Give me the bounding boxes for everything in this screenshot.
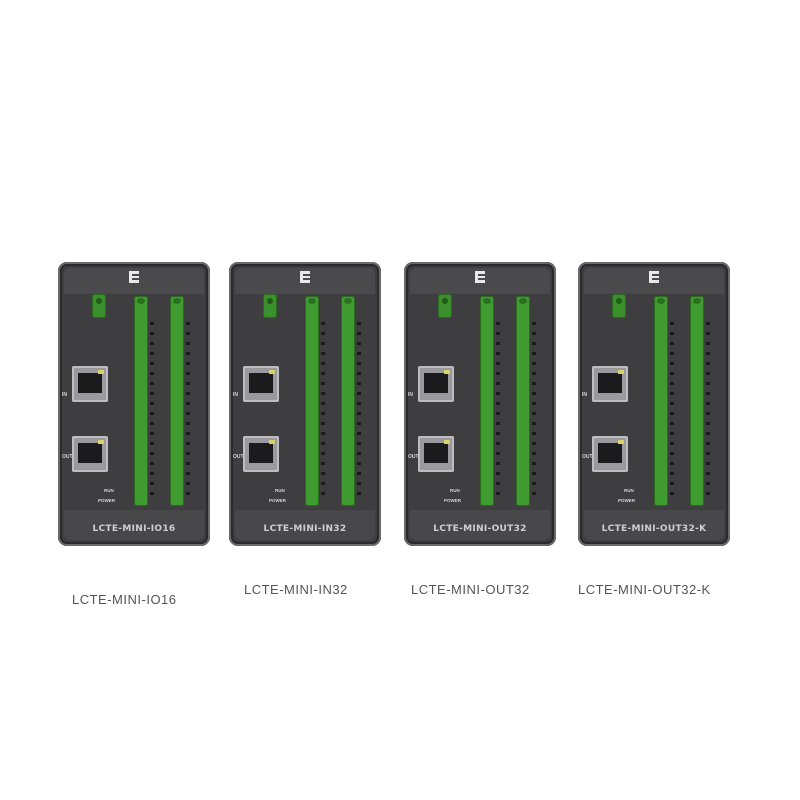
- model-label: LCTE-MINI-IO16: [92, 524, 176, 534]
- logo-icon: [649, 271, 659, 283]
- power-terminal: [438, 294, 452, 318]
- run-label: RUN: [275, 488, 285, 493]
- rj45-port-out[interactable]: [592, 436, 628, 472]
- terminal-block: [690, 296, 704, 506]
- run-label: RUN: [104, 488, 114, 493]
- model-label: LCTE-MINI-IN32: [263, 524, 347, 534]
- terminal-block: [516, 296, 530, 506]
- terminal-block: [134, 296, 148, 506]
- device-out32-k: IN OUT RUN POWER LCTE-MINI-OUT32-K: [578, 262, 730, 546]
- device-io16: IN OUT RUN POWER LCTE-MINI-IO16: [58, 262, 210, 546]
- rj45-port-out[interactable]: [243, 436, 279, 472]
- caption-out32-k: LCTE-MINI-OUT32-K: [578, 582, 711, 597]
- rj45-port-in[interactable]: [243, 366, 279, 402]
- logo-icon: [300, 271, 310, 283]
- terminal-block: [170, 296, 184, 506]
- caption-out32: LCTE-MINI-OUT32: [411, 582, 530, 597]
- terminal-block: [480, 296, 494, 506]
- device-out32: IN OUT RUN POWER LCTE-MINI-OUT32: [404, 262, 556, 546]
- caption-io16: LCTE-MINI-IO16: [72, 592, 177, 607]
- power-label: POWER: [618, 498, 636, 503]
- out-label: OUT: [62, 454, 73, 460]
- caption-in32: LCTE-MINI-IN32: [244, 582, 348, 597]
- power-terminal: [263, 294, 277, 318]
- model-label: LCTE-MINI-OUT32: [433, 524, 527, 534]
- model-label: LCTE-MINI-OUT32-K: [601, 524, 707, 534]
- device-in32: IN OUT RUN POWER LCTE-MINI-IN32: [229, 262, 381, 546]
- in-label: IN: [233, 392, 238, 398]
- rj45-port-out[interactable]: [72, 436, 108, 472]
- in-label: IN: [582, 392, 587, 398]
- rj45-port-in[interactable]: [72, 366, 108, 402]
- power-label: POWER: [444, 498, 462, 503]
- rj45-port-in[interactable]: [418, 366, 454, 402]
- terminal-block: [654, 296, 668, 506]
- power-label: POWER: [98, 498, 116, 503]
- logo-icon: [129, 271, 139, 283]
- run-label: RUN: [624, 488, 634, 493]
- power-label: POWER: [269, 498, 287, 503]
- in-label: IN: [408, 392, 413, 398]
- terminal-block: [305, 296, 319, 506]
- power-terminal: [92, 294, 106, 318]
- terminal-block: [341, 296, 355, 506]
- power-terminal: [612, 294, 626, 318]
- rj45-port-out[interactable]: [418, 436, 454, 472]
- logo-icon: [475, 271, 485, 283]
- out-label: OUT: [408, 454, 419, 460]
- out-label: OUT: [582, 454, 593, 460]
- in-label: IN: [62, 392, 67, 398]
- run-label: RUN: [450, 488, 460, 493]
- out-label: OUT: [233, 454, 244, 460]
- rj45-port-in[interactable]: [592, 366, 628, 402]
